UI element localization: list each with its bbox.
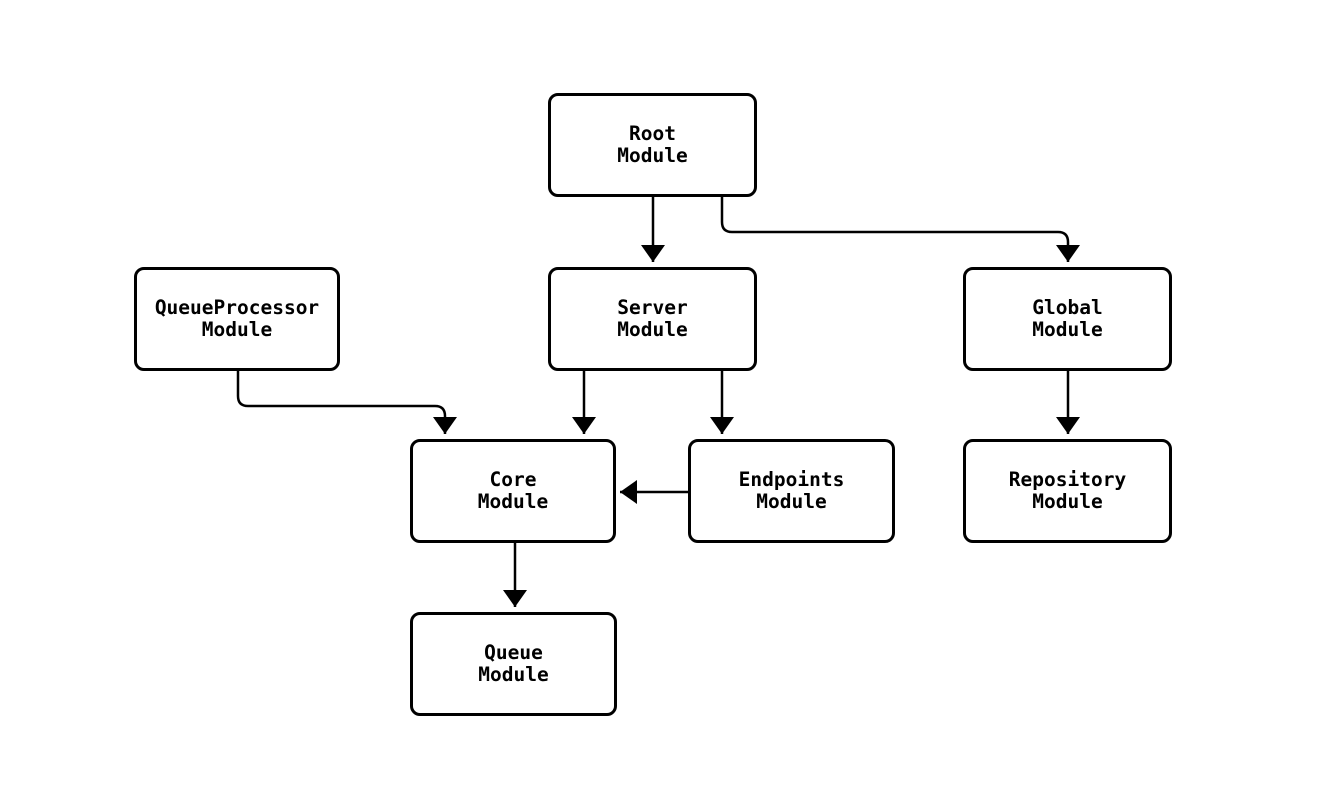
node-core-module-label: Core Module (477, 468, 549, 513)
node-queue-module: Queue Module (410, 612, 617, 716)
node-global-module: Global Module (963, 267, 1172, 371)
node-endpoints-module: Endpoints Module (688, 439, 895, 543)
node-server-module-label: Server Module (617, 296, 688, 341)
node-queueprocessor-module: QueueProcessor Module (134, 267, 340, 371)
node-root-module: Root Module (548, 93, 757, 197)
edge-root-to-global (720, 197, 1080, 262)
node-global-module-label: Global Module (1032, 296, 1103, 341)
node-queueprocessor-module-label: QueueProcessor Module (154, 296, 320, 341)
node-root-module-label: Root Module (617, 122, 688, 167)
node-core-module: Core Module (410, 439, 616, 543)
edge-queueprocessor-to-core (236, 371, 457, 434)
node-repository-module-label: Repository Module (1008, 468, 1127, 513)
node-queue-module-label: Queue Module (478, 641, 549, 686)
node-server-module: Server Module (548, 267, 757, 371)
node-endpoints-module-label: Endpoints Module (738, 468, 845, 513)
node-repository-module: Repository Module (963, 439, 1172, 543)
